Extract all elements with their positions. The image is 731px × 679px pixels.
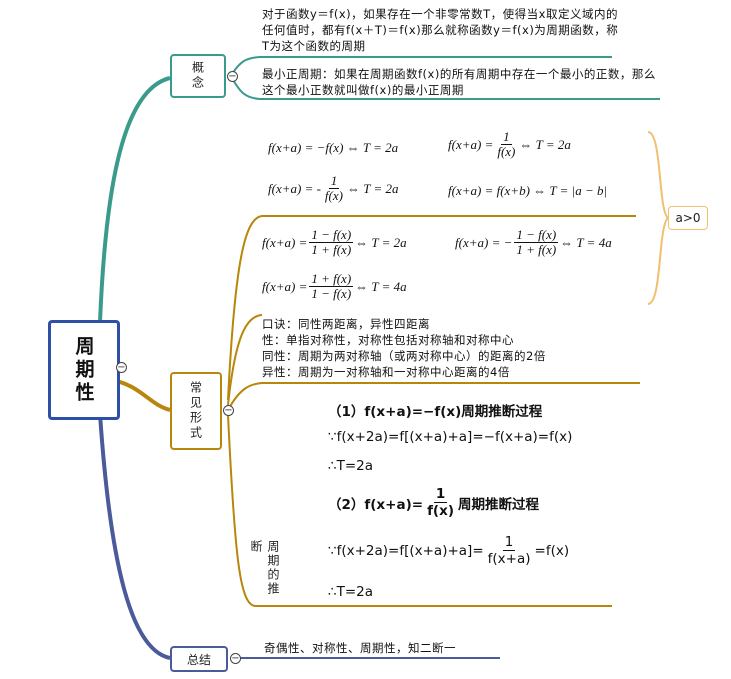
concept-definition: 对于函数y＝f(x)，如果存在一个非零常数T，使得当x取定义域内的任何值时，都有… [262, 7, 619, 53]
concept-underline-2 [231, 77, 660, 100]
mnemonic-line: 异性：周期为一对称轴和一对称中心距离的4倍 [262, 365, 510, 379]
summary-node[interactable]: 总结 [170, 646, 228, 672]
summary-text: 奇偶性、对称性、周期性，知二断一 [264, 641, 456, 655]
forms-line-formulas [227, 215, 636, 401]
derivation-label: 周期的推断 [249, 540, 280, 596]
connector-concept [98, 76, 171, 323]
concept-node[interactable]: 概念 [170, 54, 226, 98]
derivation-p1-title: （1）f(x+a)=−f(x)周期推断过程 [328, 404, 543, 420]
concept-label: 概念 [190, 61, 205, 91]
derivation-p1-step2: ∴T=2a [328, 458, 374, 474]
forms-line-derivation [227, 414, 612, 607]
root-node[interactable]: 周期性 [48, 320, 120, 420]
derivation-p1-step1: ∵f(x+2a)=f[(x+a)+a]=−f(x+a)=f(x) [328, 429, 573, 445]
formula-6: f(x+a) = − 1 − f(x)1 + f(x) ⇔ T = 4a [455, 227, 612, 257]
formula-7: f(x+a) = 1 + f(x)1 − f(x) ⇔ T = 4a [262, 271, 407, 301]
condition-brace [647, 131, 670, 305]
derivation-node[interactable]: 周期的推断 [249, 540, 280, 604]
minus-circle-icon[interactable]: − [116, 361, 127, 373]
root-label: 周期性 [72, 335, 95, 405]
mnemonic-line: 性：单指对称性，对称性包括对称轴和对称中心 [262, 333, 514, 347]
minus-circle-icon[interactable]: − [223, 404, 234, 416]
concept-min-period: 最小正周期：如果在周期函数f(x)的所有周期中存在一个最小的正数，那么这个最小正… [262, 67, 656, 97]
mnemonic-line: 口诀：同性两距离，异性四距离 [262, 317, 430, 331]
minus-circle-icon[interactable]: − [230, 652, 241, 664]
derivation-p2-step2: ∴T=2a [328, 584, 374, 600]
forms-line-mnemonic [227, 314, 263, 406]
connector-forms [111, 378, 171, 412]
forms-line-mnemonic-under [227, 382, 640, 411]
forms-node[interactable]: 常见形式 [170, 372, 222, 450]
formula-4: f(x+a) = f(x+b) ⇔ T = |a − b| [448, 183, 608, 198]
mnemonic-block: 口诀：同性两距离，异性四距离 性：单指对称性，对称性包括对称轴和对称中心 同性：… [262, 316, 642, 380]
formula-5: f(x+a) = 1 − f(x)1 + f(x) ⇔ T = 2a [262, 227, 407, 257]
formula-1: f(x+a) = −f(x) ⇔ T = 2a [268, 140, 399, 155]
minus-circle-icon[interactable]: − [227, 70, 238, 82]
condition-node[interactable]: a>0 [668, 206, 708, 230]
concept-underline-1 [231, 56, 612, 75]
connector-summary [98, 413, 171, 660]
forms-label: 常见形式 [188, 381, 203, 441]
summary-label: 总结 [186, 652, 211, 667]
mnemonic-line: 同性：周期为两对称轴（或两对称中心）的距离的2倍 [262, 349, 546, 363]
